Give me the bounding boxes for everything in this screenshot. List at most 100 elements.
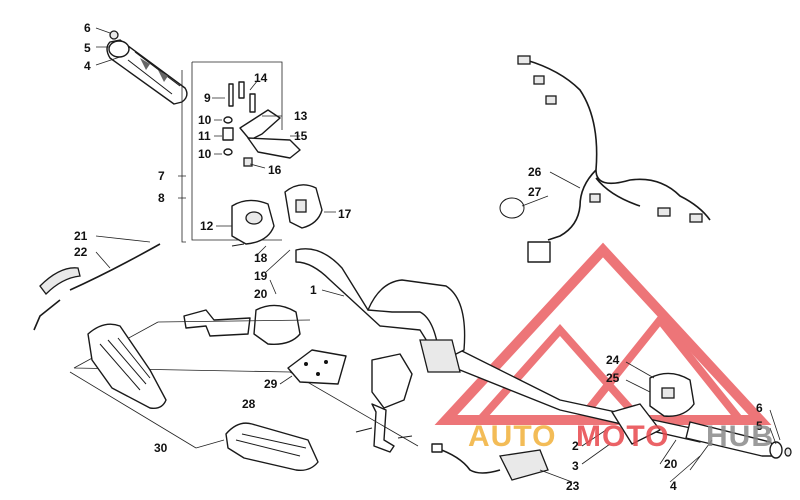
callout-13: 13 <box>294 109 308 123</box>
throttle-block-2[interactable] <box>611 403 661 445</box>
mount-plate-29 <box>279 349 347 385</box>
callout-5-right: 5 <box>756 419 763 433</box>
mount-plate[interactable] <box>287 349 347 385</box>
washer-10[interactable] <box>223 116 233 124</box>
mount-assembly <box>73 304 419 453</box>
pin-9[interactable] <box>228 83 234 107</box>
callout-15: 15 <box>294 129 308 143</box>
harness-wire-23[interactable] <box>435 447 501 474</box>
handlebar-clamp[interactable] <box>419 339 461 373</box>
hand-guard-left[interactable] <box>87 323 167 410</box>
callout-3: 3 <box>572 459 579 473</box>
callout-20-right: 20 <box>664 457 678 471</box>
harness-cover[interactable] <box>499 449 549 481</box>
hand-guard-bracket-right[interactable] <box>371 353 413 409</box>
handlebar <box>295 248 701 443</box>
callout-2: 2 <box>572 439 579 453</box>
callout-4-left: 4 <box>84 59 91 73</box>
callout-10-top: 10 <box>198 113 212 127</box>
callout-8: 8 <box>158 191 165 205</box>
watermark-moto: MOTO <box>576 420 669 453</box>
hand-guard-right-lower[interactable] <box>225 422 319 472</box>
callout-5-left: 5 <box>84 41 91 55</box>
right-grip-screw[interactable] <box>784 447 792 457</box>
watermark-logo <box>434 242 772 425</box>
bracket-mount[interactable] <box>183 309 251 337</box>
callout-labels: 6 5 4 14 9 13 10 11 15 10 16 7 8 17 12 1… <box>74 21 763 493</box>
main-connector[interactable] <box>527 241 551 263</box>
callout-19: 19 <box>254 269 268 283</box>
callout-18: 18 <box>254 251 268 265</box>
grip-end-screw[interactable] <box>109 30 119 40</box>
connector[interactable] <box>657 207 671 217</box>
grip-arrow-mark <box>158 70 168 82</box>
grip-arrow-mark <box>140 58 150 70</box>
washer-10b[interactable] <box>223 148 233 156</box>
right-grip-end-cap[interactable] <box>769 441 783 459</box>
switch-16[interactable] <box>243 157 253 167</box>
harness-23 <box>431 443 573 483</box>
watermark-auto: AUTO <box>468 420 556 453</box>
wiring-harness-assembly <box>499 55 711 263</box>
lever-mount-block[interactable] <box>253 304 301 345</box>
grip-end-cap[interactable] <box>108 40 130 58</box>
callout-24: 24 <box>606 353 620 367</box>
connector[interactable] <box>589 193 601 203</box>
callout-29: 29 <box>264 377 278 391</box>
callout-22: 22 <box>74 245 88 259</box>
watermark-triangle-right <box>571 313 749 424</box>
callout-28: 28 <box>242 397 256 411</box>
watermark-text: AUTO MOTO HUB <box>468 420 774 453</box>
right-switch-assembly <box>611 361 695 445</box>
connector[interactable] <box>431 443 443 453</box>
callout-17: 17 <box>338 207 352 221</box>
connector[interactable] <box>545 95 557 105</box>
throttle-cable-assembly <box>33 235 161 331</box>
throttle-cable-21[interactable] <box>33 243 161 331</box>
pin-14b[interactable] <box>249 93 256 113</box>
bushing-11[interactable] <box>222 127 234 141</box>
callout-1: 1 <box>310 283 317 297</box>
lever-assembly <box>212 79 301 169</box>
callout-25: 25 <box>606 371 620 385</box>
callout-12: 12 <box>200 219 214 233</box>
connector[interactable] <box>533 75 545 85</box>
callout-26: 26 <box>528 165 542 179</box>
callout-10-bottom: 10 <box>198 147 212 161</box>
left-switch-assembly <box>216 184 336 295</box>
callout-27: 27 <box>528 185 542 199</box>
callout-23: 23 <box>566 479 580 493</box>
left-grip-assembly <box>95 27 188 105</box>
switch-button[interactable] <box>295 199 307 213</box>
clip-27[interactable] <box>499 197 525 219</box>
callout-6-right: 6 <box>756 401 763 415</box>
callout-4-right: 4 <box>670 479 677 493</box>
callout-6-left: 6 <box>84 21 91 35</box>
bracket-7-8 <box>178 61 283 243</box>
right-grip-assembly <box>685 409 792 471</box>
callout-14: 14 <box>254 71 268 85</box>
hand-guards-30 <box>69 323 319 472</box>
callout-11: 11 <box>198 129 211 143</box>
callout-9: 9 <box>204 91 211 105</box>
watermark-hub: HUB <box>706 420 774 453</box>
wiring-harness-26[interactable] <box>525 59 711 241</box>
callout-7: 7 <box>158 169 165 183</box>
connector[interactable] <box>517 55 531 65</box>
pin-14[interactable] <box>238 81 245 99</box>
lever-bracket-15[interactable] <box>247 137 301 159</box>
housing-boss <box>245 211 263 225</box>
callout-16: 16 <box>268 163 282 177</box>
left-grip[interactable] <box>106 39 188 105</box>
callout-30: 30 <box>154 441 168 455</box>
switch-button[interactable] <box>661 387 675 399</box>
brake-lever-13[interactable] <box>239 109 281 141</box>
cable-boot-22[interactable] <box>39 267 81 295</box>
callout-20-left: 20 <box>254 287 268 301</box>
callout-21: 21 <box>74 229 88 243</box>
hand-guard-rod[interactable] <box>371 403 395 453</box>
connector[interactable] <box>689 213 703 223</box>
watermark-triangle-left <box>471 323 649 424</box>
